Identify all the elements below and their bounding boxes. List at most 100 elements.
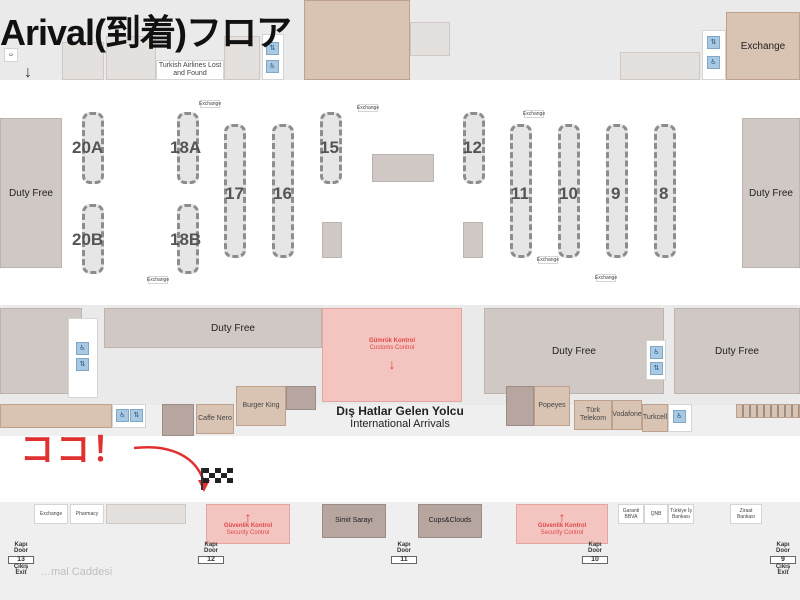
vodafone: Vodafone (612, 400, 642, 430)
bank-qnb: QNB (644, 504, 668, 524)
security-label-tr: Güvenlik Kontrol (537, 523, 587, 529)
exit-label-en: Exit (15, 570, 27, 576)
exchange-kiosk: Exchange (594, 274, 618, 282)
gate-15-bar (320, 112, 342, 184)
door-label-en: Door (397, 548, 411, 554)
door-number: 11 (391, 556, 417, 564)
elevator-icon: ⇅ (707, 36, 720, 49)
door-label-tr: Kapı (776, 542, 790, 548)
security-control-left: ↑ Güvenlik Kontrol Security Control (206, 504, 290, 544)
down-arrow-icon: ↓ (388, 356, 396, 372)
gate-11-bar (510, 124, 532, 258)
service-room (62, 42, 104, 80)
up-arrow-icon: ↑ (558, 509, 566, 525)
door-number: 9 (770, 556, 796, 564)
gate-18b-bar (177, 204, 199, 274)
door-number: 12 (198, 556, 224, 564)
exit-label-en: Exit (777, 570, 789, 576)
exchange-kiosk: Exchange (198, 100, 222, 108)
exchange-kiosk: Exchange (522, 110, 546, 118)
door-9[interactable]: Kapı Door 9 Çıkış Exit (770, 542, 796, 576)
toilet-icon: ♿ (116, 409, 129, 422)
exchange-top: Exchange (726, 12, 800, 80)
service-room (224, 36, 260, 80)
duty-free-right-top: Duty Free (742, 118, 800, 268)
gate-8-bar (654, 124, 676, 258)
door-label-tr: Kapı (397, 542, 411, 548)
gate-12-bar (463, 112, 485, 184)
gate-label: 16 (273, 184, 292, 203)
callout-here: ココ！ (20, 431, 128, 469)
street-label: …mal Caddesi (40, 566, 113, 578)
gate-9-bar (606, 124, 628, 258)
door-label-en: Door (588, 548, 602, 554)
bank-garanti: Garanti BBVA (618, 504, 644, 524)
door-10[interactable]: Kapı Door 10 (582, 542, 608, 564)
exit-label-tr: Çıkış (13, 564, 29, 570)
toilet-icon: ⛀ (4, 48, 18, 62)
gate-label: 12 (463, 138, 482, 157)
toilet-icon: ♿ (650, 346, 663, 359)
duty-free-left: Duty Free (0, 118, 62, 268)
popeyes: Popeyes (534, 386, 570, 426)
service-room (620, 52, 700, 80)
exchange-kiosk: Exchange (146, 276, 170, 284)
door-12[interactable]: Kapı Door 12 (198, 542, 224, 564)
toilet-icon: ♿ (76, 342, 89, 355)
gate-10-bar (558, 124, 580, 258)
turkcell: Turkcell (642, 404, 668, 432)
toilet-icon: ♿ (266, 60, 279, 73)
center-kiosk (372, 154, 434, 182)
gate-label: 18A (170, 138, 202, 157)
door-label-en: Door (14, 548, 28, 554)
bank-turkiye-is: Türkiye İş Bankası (668, 504, 694, 524)
customs-label-tr: Gümrük Kontrol (369, 338, 415, 344)
gate-label: 20A (72, 138, 104, 157)
gate-label: 9 (611, 184, 621, 203)
security-control-right: ↑ Güvenlik Kontrol Security Control (516, 504, 608, 544)
shop-block (0, 404, 112, 428)
customs-control: Gümrük Kontrol Customs Control ↓ (322, 308, 462, 402)
gate-label: 18B (170, 230, 202, 249)
door-label-tr: Kapı (588, 542, 602, 548)
security-label-en: Security Control (226, 530, 270, 536)
door-13[interactable]: Kapı Door 13 Çıkış Exit (8, 542, 34, 576)
door-label-en: Door (776, 548, 790, 554)
burger-king: Burger King (236, 386, 286, 426)
toilet-icon: ♿ (673, 410, 686, 423)
map-title: Arival(到着)フロア (0, 12, 292, 53)
customs-label-en: Customs Control (369, 345, 415, 351)
door-label-tr: Kapı (14, 542, 28, 548)
shop-block (162, 404, 194, 436)
elevator-icon: ⇅ (266, 42, 279, 55)
checkered-flag-icon (201, 468, 233, 490)
gate-label: 11 (511, 184, 529, 203)
service-room (410, 22, 450, 56)
duty-free-far-right: Duty Free (674, 308, 800, 394)
exchange-kiosk: Exchange (34, 504, 68, 524)
caffe-nero: Caffe Nero (196, 404, 234, 434)
pillar (322, 222, 342, 258)
gate-hall (0, 80, 800, 305)
up-arrow-icon: ↑ (244, 509, 252, 525)
exchange-kiosk: Exchange (356, 104, 380, 112)
shop-row (106, 504, 186, 524)
arrivals-title-en: International Arrivals (350, 418, 450, 430)
gate-18a-bar (177, 112, 199, 184)
duty-free-mid-right: Duty Free (484, 308, 664, 394)
gate-20b-bar (82, 204, 104, 274)
door-11[interactable]: Kapı Door 11 (391, 542, 417, 564)
arrivals-hall (0, 436, 800, 502)
security-label-en: Security Control (540, 530, 584, 536)
exchange-kiosk: Exchange (536, 256, 560, 264)
pillar (463, 222, 483, 258)
shop-block-top (304, 0, 410, 80)
simit-sarayi: Simit Sarayı (322, 504, 386, 538)
escalator (736, 404, 800, 418)
shop-block (506, 386, 534, 426)
security-label-tr: Güvenlik Kontrol (223, 523, 273, 529)
turkish-lost-found: Turkish Airlines Lost and Found (156, 60, 224, 80)
door-number: 10 (582, 556, 608, 564)
shop-block (286, 386, 316, 410)
gate-17-bar (224, 124, 246, 258)
